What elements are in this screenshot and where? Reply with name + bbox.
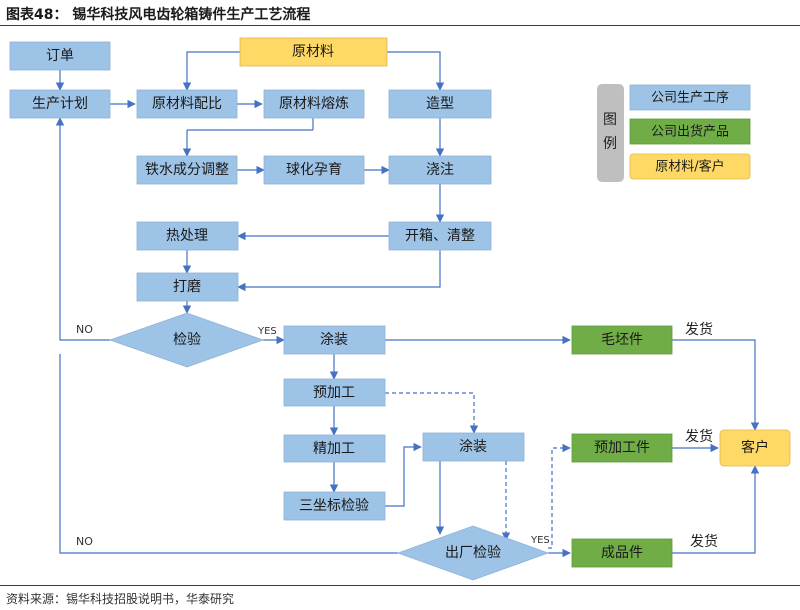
legend-process-swatch <box>629 84 751 111</box>
node-inspection: 检验 <box>173 332 201 348</box>
edge-label-ship-1: 发货 <box>685 321 713 338</box>
edge-label-ship-2: 发货 <box>685 428 713 445</box>
legend-product-swatch <box>629 118 751 145</box>
node-blank-part-box <box>571 325 673 355</box>
legend-product-label: 公司出货产品 <box>651 124 729 140</box>
node-grinding: 打磨 <box>173 278 201 295</box>
node-grinding-box <box>136 272 239 302</box>
node-open-clean-box <box>388 221 492 251</box>
node-raw-melting: 原材料熔炼 <box>279 96 349 112</box>
legend-heading-2: 例 <box>603 136 617 152</box>
node-fine-machining-box <box>283 434 386 463</box>
node-molding-box <box>388 89 492 119</box>
node-iron-adjust-box <box>136 155 238 185</box>
node-spheroidize: 球化孕育 <box>286 162 342 178</box>
edge-raw-ratio <box>182 51 240 91</box>
edge-raw-molding <box>387 51 445 91</box>
node-raw-melting-box <box>263 89 365 119</box>
edge-finished-customer <box>672 465 760 554</box>
node-pouring-box <box>388 155 492 185</box>
node-iron-adjust: 铁水成分调整 <box>145 162 229 178</box>
node-production-plan-box <box>9 89 111 119</box>
node-pre-machined-part-box <box>571 433 673 463</box>
edge-label-no-1: NO <box>76 323 93 336</box>
legend-heading-box <box>597 84 624 182</box>
node-pre-machining-box <box>283 378 386 407</box>
edge-premach-coating2-dashed <box>385 392 479 434</box>
node-molding: 造型 <box>426 96 454 112</box>
node-order: 订单 <box>46 48 74 64</box>
node-coating2: 涂装 <box>459 439 487 455</box>
connectors <box>55 51 760 558</box>
node-finished-part: 成品件 <box>601 545 643 561</box>
node-factory-inspection: 出厂检验 <box>445 545 501 561</box>
dashed-connectors <box>385 392 571 549</box>
node-spheroidize-box <box>263 155 365 185</box>
node-raw-material-box <box>239 37 388 67</box>
node-cmm-inspection-box <box>283 491 386 521</box>
legend-process-label: 公司生产工序 <box>651 91 729 106</box>
node-raw-ratio: 原材料配比 <box>152 96 222 112</box>
legend-material-swatch <box>629 153 751 180</box>
node-coating2-box <box>422 432 525 462</box>
edge-factory-no <box>59 354 398 554</box>
edge-label-yes-1: YES <box>257 326 277 337</box>
node-cmm-inspection: 三坐标检验 <box>299 498 369 514</box>
figure-title: 图表48： 锡华科技风电齿轮箱铸件生产工艺流程 <box>6 7 311 23</box>
node-factory-inspection-diamond <box>396 525 550 581</box>
node-customer-box <box>719 429 791 467</box>
legend-heading-1: 图 <box>603 112 617 128</box>
node-open-clean: 开箱、清整 <box>405 228 475 244</box>
edge-label-no-2: NO <box>76 535 93 548</box>
node-coating1: 涂装 <box>320 332 348 348</box>
edge-blank-customer <box>672 339 760 431</box>
node-inspection-diamond <box>108 312 265 368</box>
edge-open-grind <box>237 250 441 292</box>
edge-label-yes-2: YES <box>530 535 550 546</box>
node-raw-ratio-box <box>136 89 238 119</box>
edge-factory-premachpart-dashed <box>548 443 571 549</box>
source-note: 资料来源：锡华科技招股说明书，华泰研究 <box>6 592 235 606</box>
node-production-plan: 生产计划 <box>32 96 88 112</box>
legend: 图 例 公司生产工序 公司出货产品 原材料/客户 <box>597 84 751 182</box>
legend-material-label: 原材料/客户 <box>655 159 724 175</box>
edge-cmm-coating2 <box>385 442 422 507</box>
top-rule <box>0 25 800 26</box>
node-heat-treat-box <box>136 221 239 251</box>
node-pre-machined-part: 预加工件 <box>594 440 650 456</box>
node-pouring: 浇注 <box>426 162 454 178</box>
edge-label-ship-3: 发货 <box>690 533 718 550</box>
edge-inspect-no <box>55 117 110 341</box>
node-customer: 客户 <box>741 439 769 456</box>
node-blank-part: 毛坯件 <box>601 332 643 348</box>
node-pre-machining: 预加工 <box>313 385 355 401</box>
node-finished-part-box <box>571 538 673 568</box>
bottom-rule <box>0 585 800 586</box>
node-heat-treat: 热处理 <box>166 228 208 244</box>
node-raw-material: 原材料 <box>292 44 334 60</box>
node-fine-machining: 精加工 <box>313 441 355 457</box>
node-coating1-box <box>283 325 386 355</box>
node-order-box <box>9 41 111 71</box>
